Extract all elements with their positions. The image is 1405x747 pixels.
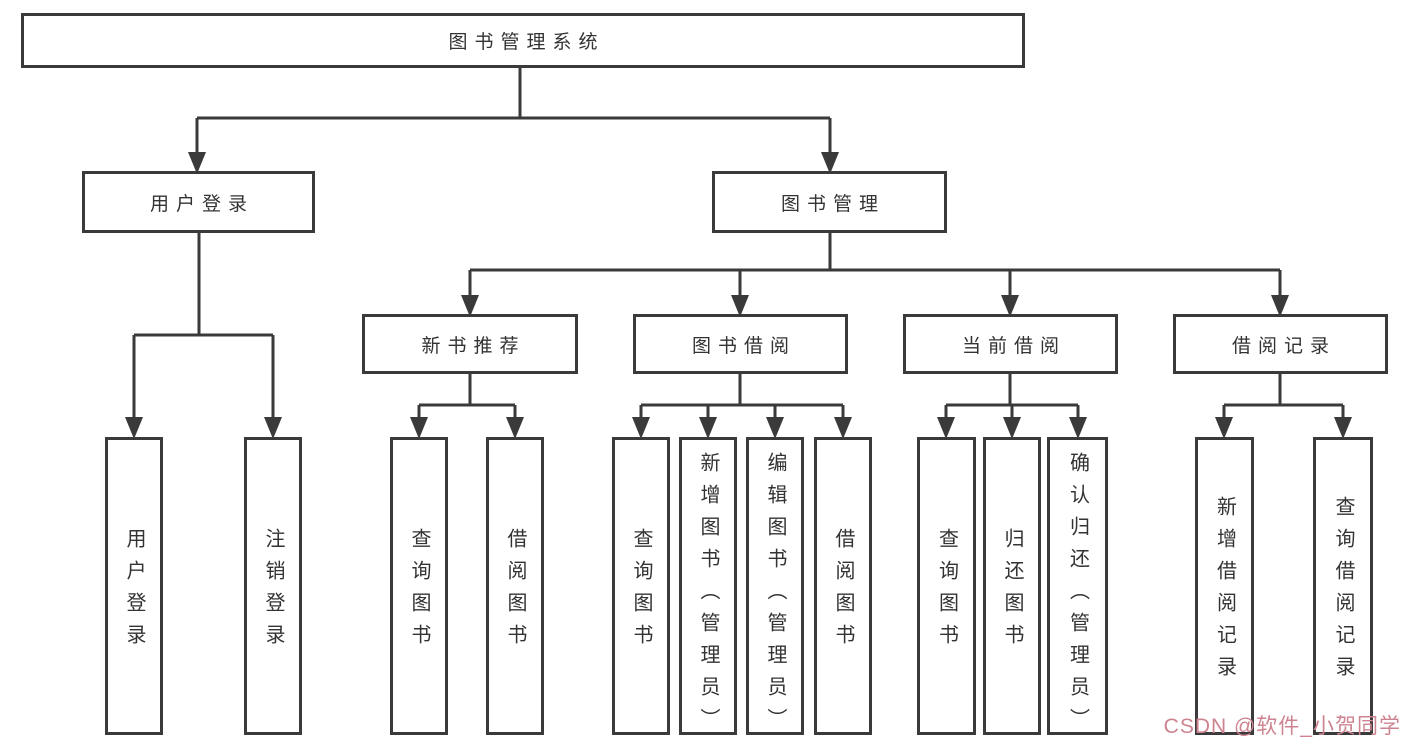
node-book-management-label: 图书管理 — [780, 193, 885, 215]
node-borrow-records: 借阅记录 — [1173, 314, 1388, 374]
leaf-query-books-borrow: 查询图书 — [612, 437, 670, 735]
leaf-confirm-return-admin: 确认归还（管理员） — [1047, 437, 1108, 740]
node-user-login-label: 用户登录 — [149, 193, 254, 215]
connector-borrow-records — [1215, 373, 1352, 439]
leaf-query-books-recommend: 查询图书 — [390, 437, 448, 735]
connector-user-login — [125, 233, 282, 439]
leaf-query-borrow-record-label: 查询借阅记录 — [1332, 496, 1354, 688]
node-borrow-records-label: 借阅记录 — [1231, 335, 1336, 357]
node-current-borrow-label: 当前借阅 — [961, 335, 1066, 357]
node-book-management: 图书管理 — [712, 171, 947, 233]
leaf-user-login: 用户登录 — [105, 437, 163, 735]
leaf-borrow-books-borrow: 借阅图书 — [814, 437, 872, 735]
connector-current-borrow — [937, 373, 1087, 439]
leaf-add-borrow-record-label: 新增借阅记录 — [1213, 496, 1236, 688]
connector-new-book-recommend — [410, 373, 524, 439]
leaf-query-books-current: 查询图书 — [917, 437, 976, 735]
connector-root — [188, 68, 839, 174]
leaf-add-book-admin-label: 新增图书（管理员） — [697, 452, 719, 740]
node-user-login: 用户登录 — [82, 171, 315, 233]
node-new-book-recommend: 新书推荐 — [362, 314, 578, 374]
leaf-borrow-books-recommend-label: 借阅图书 — [504, 528, 526, 656]
leaf-borrow-books-borrow-label: 借阅图书 — [832, 528, 854, 656]
leaf-edit-book-admin-label: 编辑图书（管理员） — [764, 452, 786, 740]
leaf-query-borrow-record: 查询借阅记录 — [1313, 437, 1373, 735]
node-current-borrow: 当前借阅 — [903, 314, 1118, 374]
csdn-watermark: CSDN @软件_小贺同学 — [1163, 715, 1401, 738]
node-book-borrow-label: 图书借阅 — [691, 335, 796, 357]
leaf-confirm-return-admin-label: 确认归还（管理员） — [1066, 452, 1089, 740]
leaf-borrow-books-recommend: 借阅图书 — [486, 437, 544, 735]
node-root: 图书管理系统 — [21, 13, 1025, 68]
leaf-return-book: 归还图书 — [983, 437, 1041, 735]
leaf-logout: 注销登录 — [244, 437, 302, 735]
node-new-book-recommend-label: 新书推荐 — [421, 335, 526, 357]
leaf-return-book-label: 归还图书 — [1001, 528, 1023, 656]
connector-book-borrow — [632, 373, 852, 439]
leaf-add-borrow-record: 新增借阅记录 — [1195, 437, 1254, 735]
connector-book-management — [461, 233, 1289, 317]
leaf-query-books-recommend-label: 查询图书 — [408, 528, 430, 656]
leaf-query-books-borrow-label: 查询图书 — [630, 528, 652, 656]
leaf-add-book-admin: 新增图书（管理员） — [679, 437, 737, 740]
leaf-query-books-current-label: 查询图书 — [935, 528, 958, 656]
node-book-borrow: 图书借阅 — [633, 314, 848, 374]
leaf-logout-label: 注销登录 — [262, 528, 284, 656]
leaf-user-login-label: 用户登录 — [123, 528, 145, 656]
leaf-edit-book-admin: 编辑图书（管理员） — [746, 437, 804, 740]
node-root-label: 图书管理系统 — [448, 32, 605, 53]
